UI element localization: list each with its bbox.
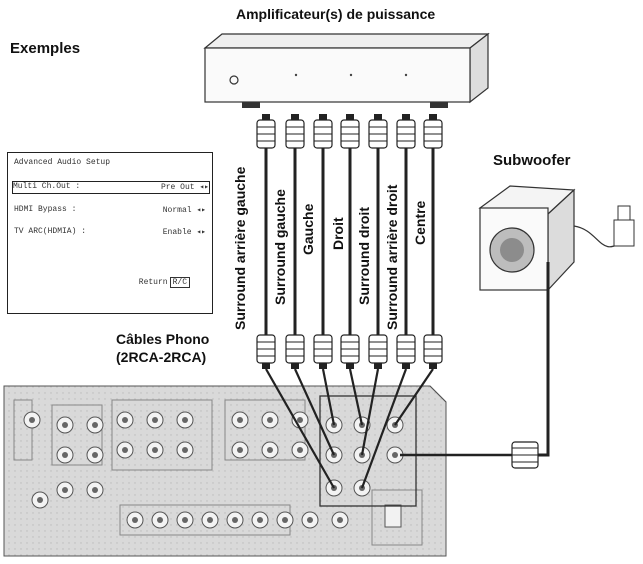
cable-label: Gauche xyxy=(300,203,316,255)
rca-jack xyxy=(176,511,194,529)
rca-jack xyxy=(231,411,249,429)
phono-label-line1: Câbles Phono xyxy=(116,331,210,347)
phono-cable xyxy=(394,114,443,426)
rca-jack xyxy=(226,511,244,529)
phono-cable xyxy=(256,114,335,489)
phono-cable xyxy=(360,114,388,456)
receiver-rear-panel xyxy=(3,385,447,557)
cable-label: Droit xyxy=(330,217,346,250)
rca-plug xyxy=(340,114,360,149)
left-right-arrows-icon: ◂▸ xyxy=(196,206,206,215)
phono-label-line2: (2RCA-2RCA) xyxy=(116,349,207,365)
rca-plug xyxy=(396,114,416,149)
rca-jack xyxy=(126,511,144,529)
osd-row-label: HDMI Bypass : xyxy=(14,205,77,214)
power-amplifier xyxy=(203,32,490,108)
phono-cable xyxy=(340,114,364,426)
osd-row-tv-arc[interactable]: TV ARC(HDMIA) : Enable ◂▸ xyxy=(14,227,206,238)
subwoofer xyxy=(478,185,635,292)
phono-cables-label: Câbles Phono (2RCA-2RCA) xyxy=(116,330,209,366)
wall-plug-icon xyxy=(613,219,635,247)
rca-jack xyxy=(116,411,134,429)
rca-plug xyxy=(396,334,416,369)
rca-plug xyxy=(313,334,333,369)
rca-jack xyxy=(251,511,269,529)
subwoofer-cable xyxy=(400,262,550,469)
cable-label: Surround droit xyxy=(356,207,372,305)
osd-return-key: R/C xyxy=(169,277,190,288)
osd-row-hdmi-bypass[interactable]: HDMI Bypass : Normal ◂▸ xyxy=(14,205,206,216)
rca-jack xyxy=(86,446,104,464)
rca-jack xyxy=(201,511,219,529)
receiver-jacks xyxy=(23,411,404,529)
rca-plug xyxy=(313,114,333,149)
rca-jack xyxy=(56,446,74,464)
examples-label: Exemples xyxy=(10,40,81,57)
cable-label: Surround arrière gauche xyxy=(232,166,248,330)
osd-row-value: Pre Out ◂▸ xyxy=(160,183,209,192)
rca-jack xyxy=(231,441,249,459)
osd-header: Advanced Audio Setup xyxy=(14,158,111,167)
rca-plug xyxy=(423,114,443,149)
cable-label: Surround gauche xyxy=(272,189,288,305)
rca-jack xyxy=(146,441,164,459)
rca-jack xyxy=(291,411,309,429)
osd-row-label: Multi Ch.Out : xyxy=(13,182,81,191)
rca-jack xyxy=(176,441,194,459)
rca-plug xyxy=(368,334,388,369)
rca-plug xyxy=(285,114,305,149)
power-button-icon xyxy=(229,75,239,85)
left-right-arrows-icon: ◂▸ xyxy=(196,228,206,237)
rca-jack xyxy=(86,416,104,434)
rca-jack xyxy=(146,411,164,429)
rca-jack xyxy=(386,446,404,464)
osd-row-multi-ch-out[interactable]: Multi Ch.Out : Pre Out ◂▸ xyxy=(12,181,210,194)
rca-plug xyxy=(256,334,276,369)
phono-cable xyxy=(313,114,336,426)
osd-return-label: Return xyxy=(138,278,168,287)
rca-jack xyxy=(261,411,279,429)
rca-plug xyxy=(340,334,360,369)
subwoofer-label: Subwoofer xyxy=(493,152,571,169)
rca-jack xyxy=(31,491,49,509)
rca-plug xyxy=(256,114,276,149)
cable-label: Surround arrière droit xyxy=(384,184,400,330)
rca-jack xyxy=(176,411,194,429)
rca-jack xyxy=(261,441,279,459)
rca-jack xyxy=(291,441,309,459)
osd-advanced-audio-setup: Advanced Audio Setup Multi Ch.Out : Pre … xyxy=(7,152,213,314)
phono-cable xyxy=(285,114,336,456)
rca-jack xyxy=(276,511,294,529)
rca-plug xyxy=(285,334,305,369)
rca-jack xyxy=(56,416,74,434)
rca-jack xyxy=(23,411,41,429)
rca-jack xyxy=(56,481,74,499)
rca-jack xyxy=(301,511,319,529)
phono-cables xyxy=(256,114,443,489)
rca-jack xyxy=(86,481,104,499)
rca-jack xyxy=(151,511,169,529)
rca-plug xyxy=(423,334,443,369)
osd-row-label: TV ARC(HDMIA) : xyxy=(14,227,87,236)
rca-jack xyxy=(116,441,134,459)
left-right-arrows-icon: ◂▸ xyxy=(199,183,209,192)
rca-plug xyxy=(368,114,388,149)
phono-cable xyxy=(360,114,416,489)
rca-jack xyxy=(331,511,349,529)
cable-label: Centre xyxy=(412,200,428,245)
osd-row-value: Enable ◂▸ xyxy=(162,228,206,237)
amplifier-title: Amplificateur(s) de puissance xyxy=(236,6,436,22)
osd-row-value: Normal ◂▸ xyxy=(162,206,206,215)
